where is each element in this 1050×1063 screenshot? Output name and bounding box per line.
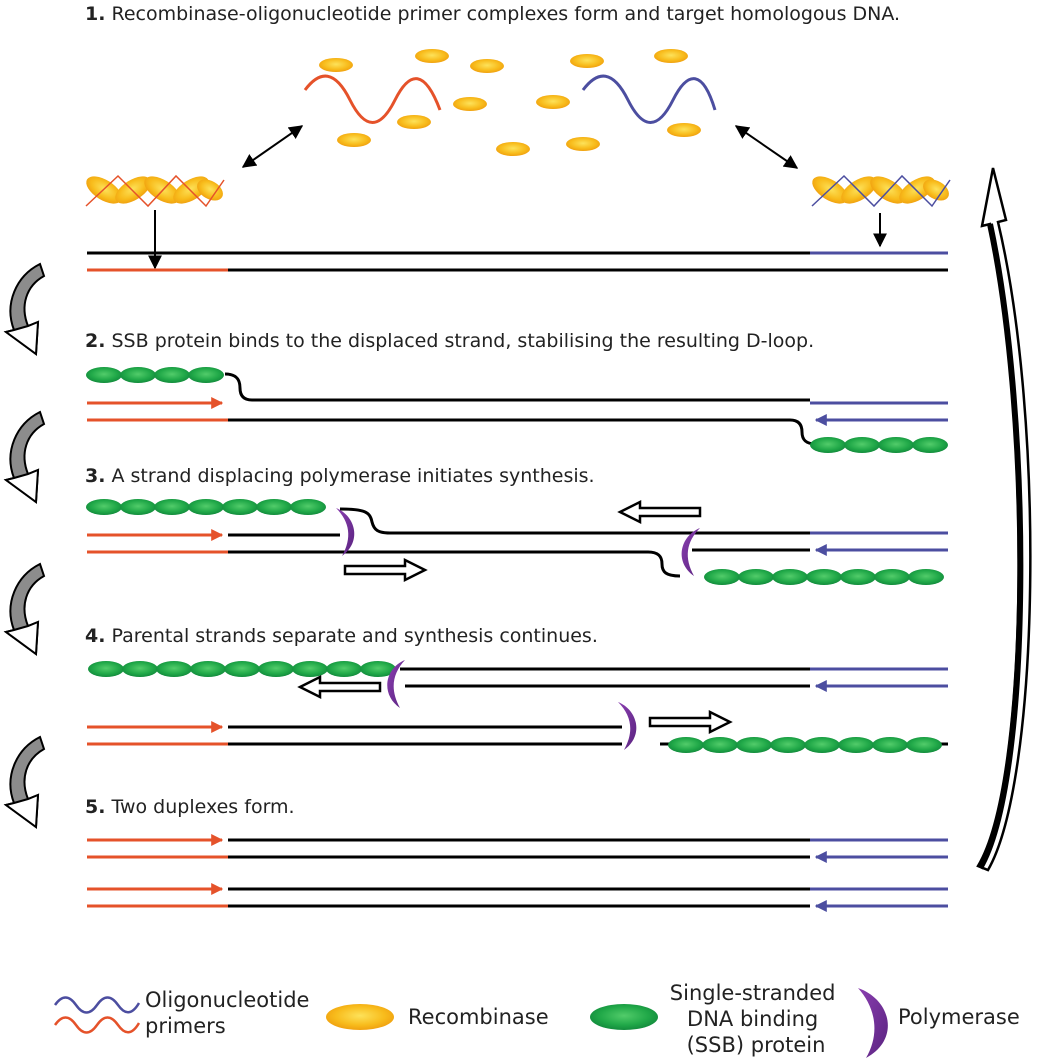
step-3-ssb-right [704, 569, 944, 585]
step-4-polymerase-top [387, 660, 405, 708]
step-2-dna [87, 372, 948, 446]
equilibrium-arrow-right [734, 125, 799, 169]
polymerase-icon [858, 988, 888, 1058]
equilibrium-arrow-left [241, 125, 304, 168]
legend-primers-icon [53, 996, 141, 1034]
legend-polymerase-label: Polymerase [898, 1005, 1020, 1029]
step-5-title: 5. Two duplexes form. [85, 796, 295, 818]
forward-primer-recombinase-complex [85, 174, 225, 208]
cycle-arrow-icon-2 [5, 411, 45, 503]
step-3-synthesis-arrow-right [343, 558, 427, 582]
step-3-ssb-left [86, 499, 326, 515]
legend-ssb-label: Single-stranded DNA binding (SSB) protei… [670, 981, 842, 1057]
step-4-synthesis-arrow-left [298, 675, 382, 699]
legend-recombinase-label: Recombinase [408, 1005, 549, 1029]
free-forward-primer [303, 74, 442, 124]
step-2-ssb-right [810, 437, 948, 453]
cycle-arrow-icon-1 [5, 263, 45, 355]
step-3-polymerase-left [336, 508, 355, 556]
ssb-protein-icon [590, 1004, 658, 1030]
free-recombinase-cluster [319, 49, 701, 156]
cycle-arrow-icon-4 [5, 736, 45, 828]
free-reverse-primer [581, 74, 717, 124]
step-3-polymerase-right [681, 528, 700, 576]
step-5-duplex-2 [87, 883, 948, 912]
cycle-arrow-icon-3 [5, 563, 45, 655]
step-2-ssb-left [86, 367, 224, 383]
legend: Oligonucleotide primers Recombinase Sing… [53, 981, 1020, 1058]
recombinase-icon [326, 1004, 394, 1030]
step-4-ssb-bottom [668, 737, 942, 753]
return-cycle-arrow [976, 167, 1032, 872]
step-4-dna-top [400, 667, 948, 692]
step-4-ssb-top [88, 661, 396, 677]
step-4-synthesis-arrow-right [648, 710, 732, 734]
step-4-title: 4. Parental strands separate and synthes… [85, 625, 598, 647]
step-4-polymerase-bottom [618, 702, 637, 750]
reverse-primer-recombinase-complex [811, 174, 951, 208]
step-1-dna [87, 251, 948, 272]
step-5-duplex-1 [87, 834, 948, 863]
step-2-title: 2. SSB protein binds to the displaced st… [85, 330, 814, 352]
step-3-synthesis-arrow-left [618, 500, 702, 524]
legend-primers-label: Oligonucleotide primers [145, 988, 316, 1038]
step-3-dna [87, 507, 948, 578]
step-1-title: 1. Recombinase-oligonucleotide primer co… [85, 3, 900, 25]
step-3-title: 3. A strand displacing polymerase initia… [85, 465, 595, 487]
